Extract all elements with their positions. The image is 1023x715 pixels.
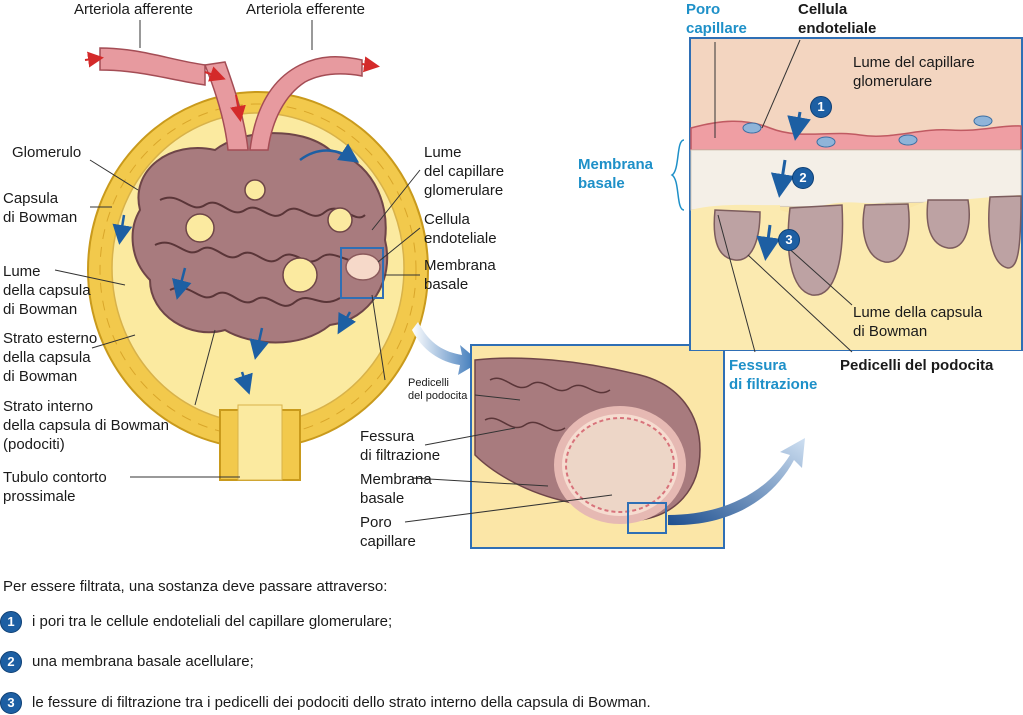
label-pedicelli-podocita-right: Pedicelli del podocita xyxy=(840,357,994,374)
marker-step-2: 2 xyxy=(792,167,814,189)
step-text-2: una membrana basale acellulare; xyxy=(32,653,254,670)
label-arteriola-afferente: Arteriola afferente xyxy=(74,1,193,18)
glomerulus-illustration xyxy=(131,132,389,344)
flow-arrows xyxy=(112,143,360,395)
capillary-section-panel xyxy=(470,344,725,549)
leader-lines-left xyxy=(54,20,421,478)
arterioles-illustration xyxy=(84,47,380,151)
label-glomerulo: Glomerulo xyxy=(12,144,82,161)
marker-step-1: 1 xyxy=(810,96,832,118)
caption-intro: Per essere filtrata, una sostanza deve p… xyxy=(3,578,388,595)
caption-step-3: 3 le fessure di filtrazione tra i pedice… xyxy=(0,692,651,714)
label-arteriola-efferente: Arteriola efferente xyxy=(246,1,365,18)
zoom-arrow-2 xyxy=(668,438,805,526)
caption-step-1: 1 i pori tra le cellule endoteliali del … xyxy=(0,611,392,633)
leader-lines-right xyxy=(714,39,853,353)
step-text-3: le fessure di filtrazione tra i pedicell… xyxy=(32,694,651,711)
step-text-1: i pori tra le cellule endoteliali del ca… xyxy=(32,613,393,630)
marker-step-3: 3 xyxy=(778,229,800,251)
step-badge-1: 1 xyxy=(0,611,22,633)
step-badge-3: 3 xyxy=(0,692,22,714)
zoom-arrow-1 xyxy=(412,322,480,375)
leader-lines-middle xyxy=(404,394,613,523)
filtration-membrane-panel xyxy=(670,37,1023,351)
caption-step-2: 2 una membrana basale acellulare; xyxy=(0,651,254,673)
step-badge-2: 2 xyxy=(0,651,22,673)
